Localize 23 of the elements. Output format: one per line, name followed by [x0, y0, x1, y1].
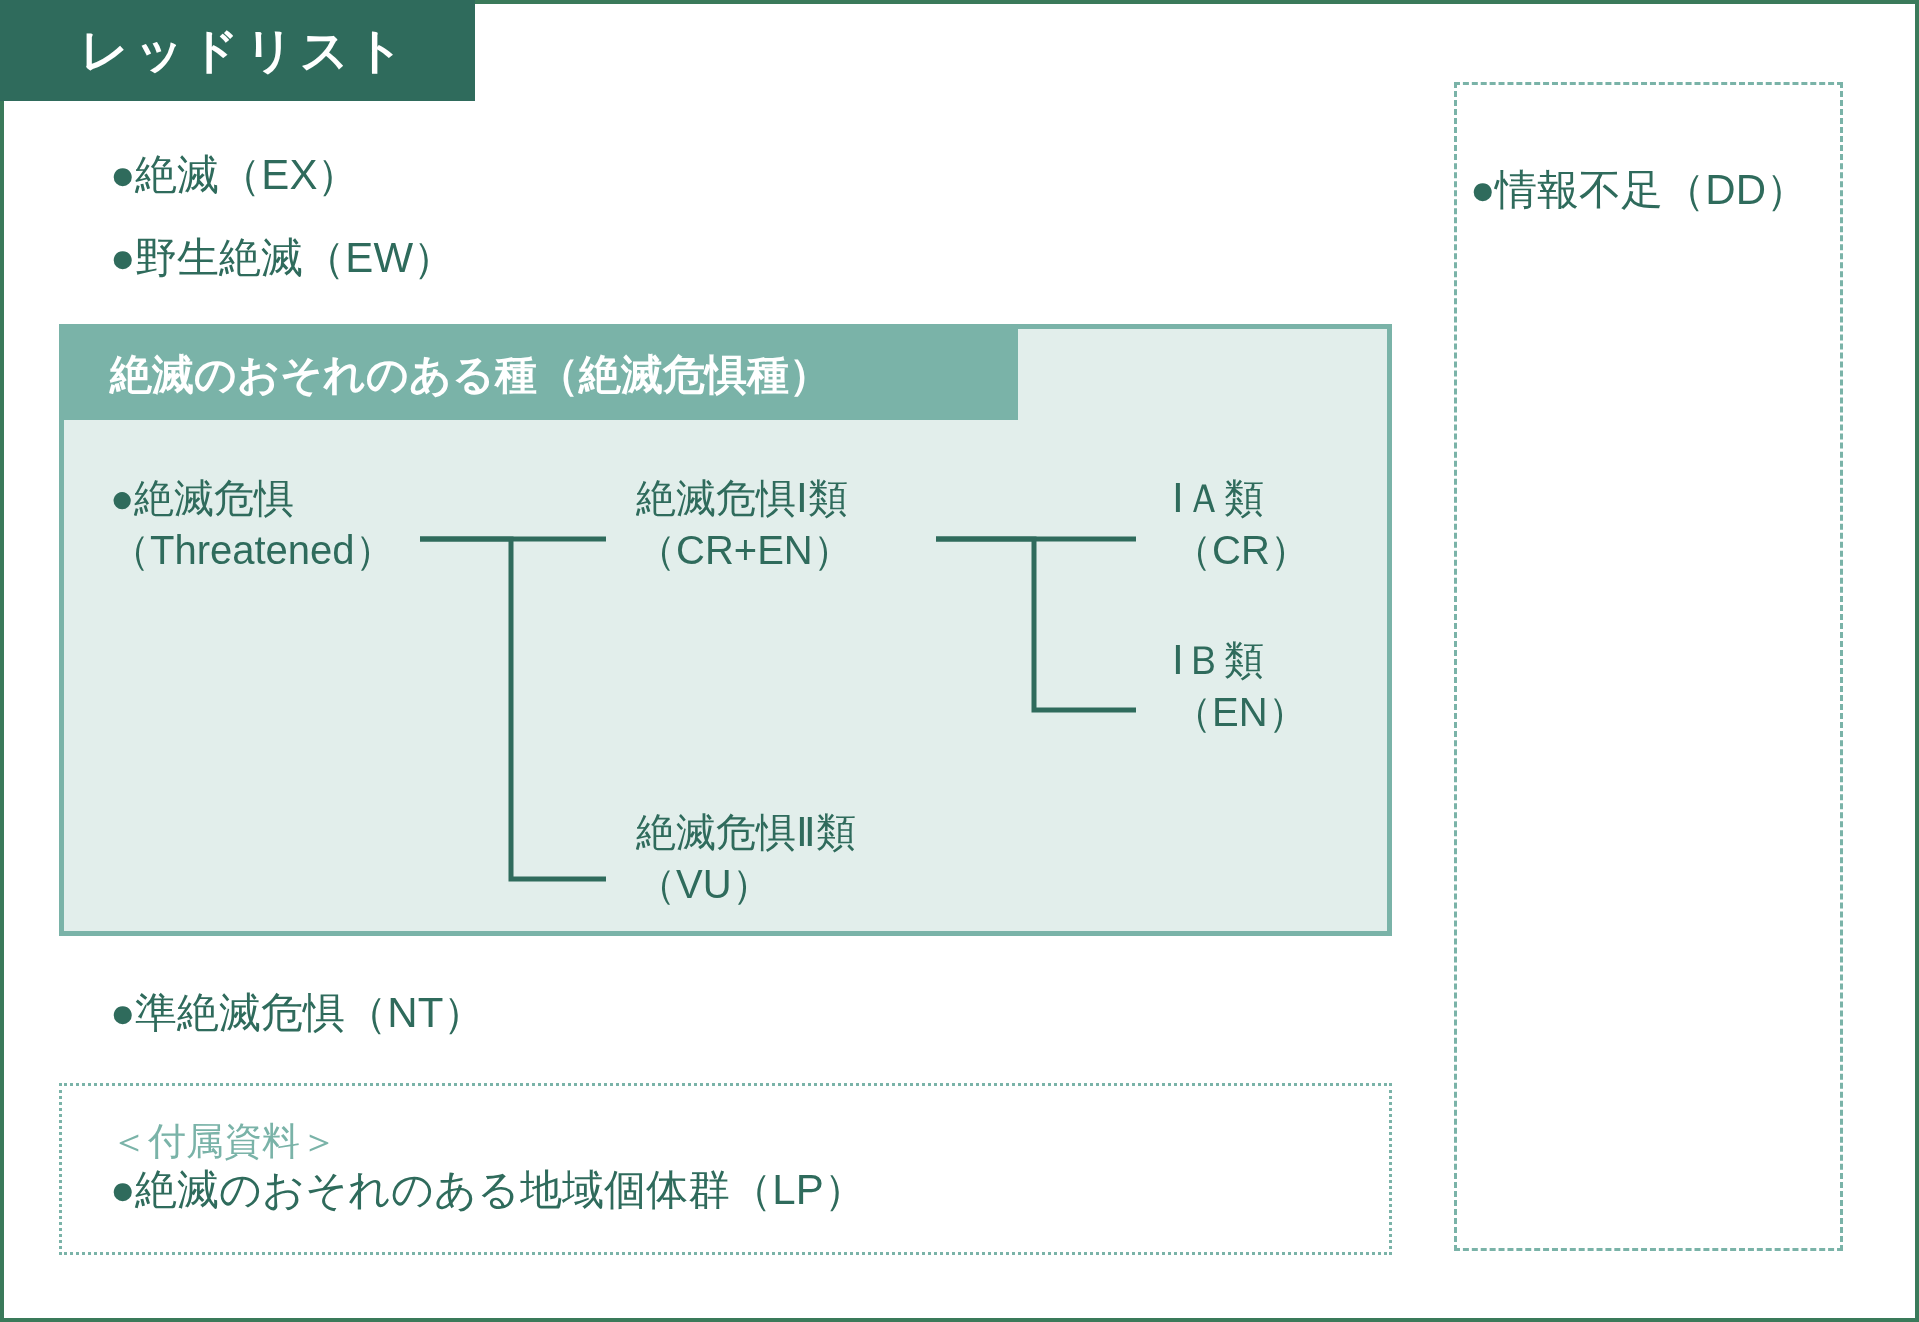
category-label: ●野生絶滅（EW）: [110, 233, 456, 283]
category-label: ⅠＢ類: [1172, 637, 1264, 684]
category-label: （EN）: [1172, 689, 1308, 736]
category-label: ●絶滅（EX）: [110, 150, 360, 200]
dashed-panel: [1454, 82, 1843, 1251]
note-heading: ＜付属資料＞: [110, 1119, 338, 1164]
category-label: 絶滅危惧Ⅰ類: [636, 475, 848, 522]
category-label: ●絶滅のおそれのある地域個体群（LP）: [110, 1165, 866, 1215]
category-label: （CR+EN）: [636, 527, 853, 574]
title-tab: レッドリスト: [0, 0, 475, 101]
category-label: 絶滅危惧Ⅱ類: [636, 809, 856, 856]
category-label: （VU）: [636, 861, 772, 908]
section-heading: 絶滅のおそれのある種（絶滅危惧種）: [64, 329, 1018, 420]
category-label: ●絶滅危惧: [110, 475, 295, 522]
connector-line: [420, 536, 606, 882]
category-label: ●情報不足（DD）: [1470, 165, 1809, 215]
category-label: （CR）: [1172, 527, 1310, 574]
category-label: ⅠＡ類: [1172, 475, 1264, 522]
category-label: ●準絶滅危惧（NT）: [110, 988, 486, 1038]
connector-line: [936, 536, 1136, 713]
dotted-panel: [59, 1083, 1392, 1255]
category-label: （Threatened）: [110, 527, 395, 574]
group-panel: [59, 324, 1392, 936]
